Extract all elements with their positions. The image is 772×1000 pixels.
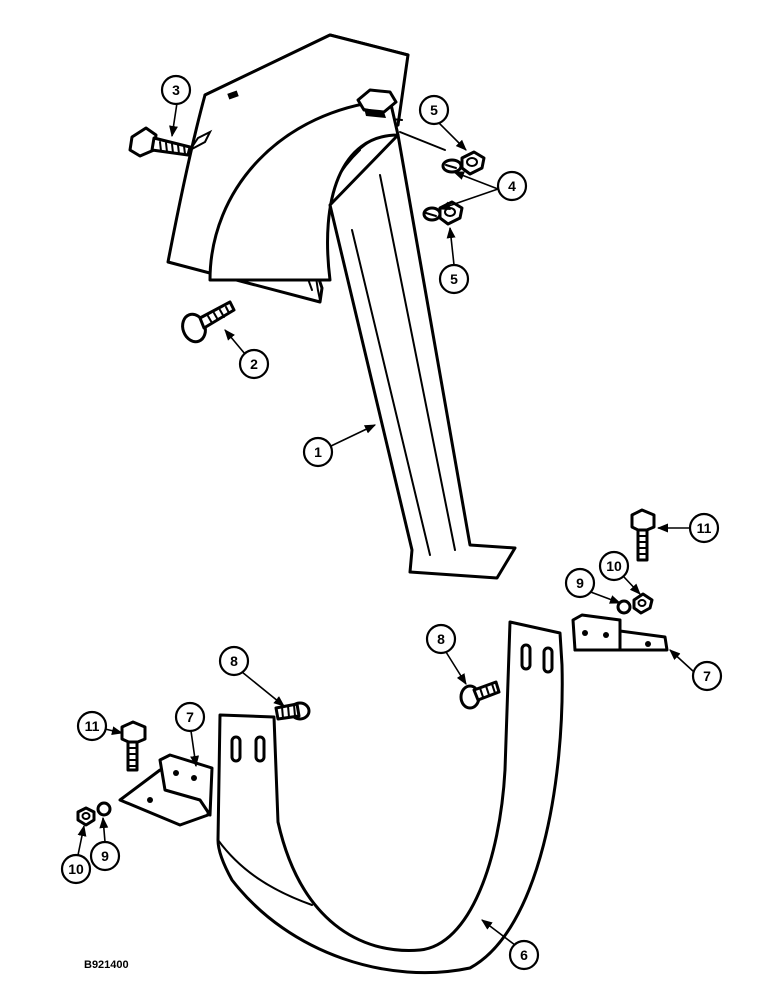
callout-leaders xyxy=(77,102,695,946)
callout-3-label: 3 xyxy=(172,82,180,98)
callout-8-left: 8 xyxy=(218,645,250,677)
right-strap-bolt-part xyxy=(459,680,501,710)
callout-9-left: 9 xyxy=(89,840,121,872)
left-hex-bolt-part xyxy=(120,720,147,772)
callout-4-label: 4 xyxy=(508,178,516,194)
right-hex-bolt-part xyxy=(630,508,656,562)
upper-washer-nut-hardware xyxy=(422,150,486,226)
callout-8-right-label: 8 xyxy=(437,631,445,647)
callout-5-lower: 5 xyxy=(438,263,470,295)
callout-10-left-label: 10 xyxy=(68,861,84,877)
left-angle-bracket-part xyxy=(118,753,214,827)
callout-8-left-label: 8 xyxy=(230,653,238,669)
figure-code: B921400 xyxy=(84,959,129,971)
callout-1: 1 xyxy=(302,436,334,468)
left-strap-bolt-part xyxy=(274,701,311,721)
callout-10-right-label: 10 xyxy=(606,558,622,574)
right-lower-washer-nut xyxy=(616,592,654,615)
callout-7-right-label: 7 xyxy=(703,668,711,684)
callout-3: 3 xyxy=(160,74,192,106)
right-angle-bracket-part xyxy=(571,613,669,652)
callout-11-right: 11 xyxy=(688,512,720,544)
callout-9-left-label: 9 xyxy=(101,848,109,864)
callout-11-left-label: 11 xyxy=(85,718,100,734)
callout-5-upper: 5 xyxy=(418,94,450,126)
callout-2-label: 2 xyxy=(250,356,258,372)
callout-7-left: 7 xyxy=(174,701,206,733)
callout-10-right: 10 xyxy=(598,550,630,582)
callout-9-right-label: 9 xyxy=(576,575,584,591)
callout-5-upper-label: 5 xyxy=(430,102,438,118)
callout-2: 2 xyxy=(238,348,270,380)
callout-7-left-label: 7 xyxy=(186,709,194,725)
callout-4: 4 xyxy=(496,170,528,202)
flange-bolt-part xyxy=(128,126,192,158)
callout-5-lower-label: 5 xyxy=(450,271,458,287)
callout-8-right: 8 xyxy=(425,623,457,655)
callout-1-label: 1 xyxy=(314,444,322,460)
strap-part xyxy=(216,620,564,975)
callout-7-right: 7 xyxy=(691,660,723,692)
callout-6-label: 6 xyxy=(520,947,528,963)
callout-9-right: 9 xyxy=(564,567,596,599)
mounting-bracket-part xyxy=(166,33,517,580)
callout-10-left: 10 xyxy=(60,853,92,885)
callout-11-right-label: 11 xyxy=(697,520,712,536)
carriage-bolt-part xyxy=(181,300,236,344)
left-lower-washer-nut xyxy=(76,801,112,827)
callout-6: 6 xyxy=(508,939,540,971)
callout-11-left: 11 xyxy=(76,710,108,742)
